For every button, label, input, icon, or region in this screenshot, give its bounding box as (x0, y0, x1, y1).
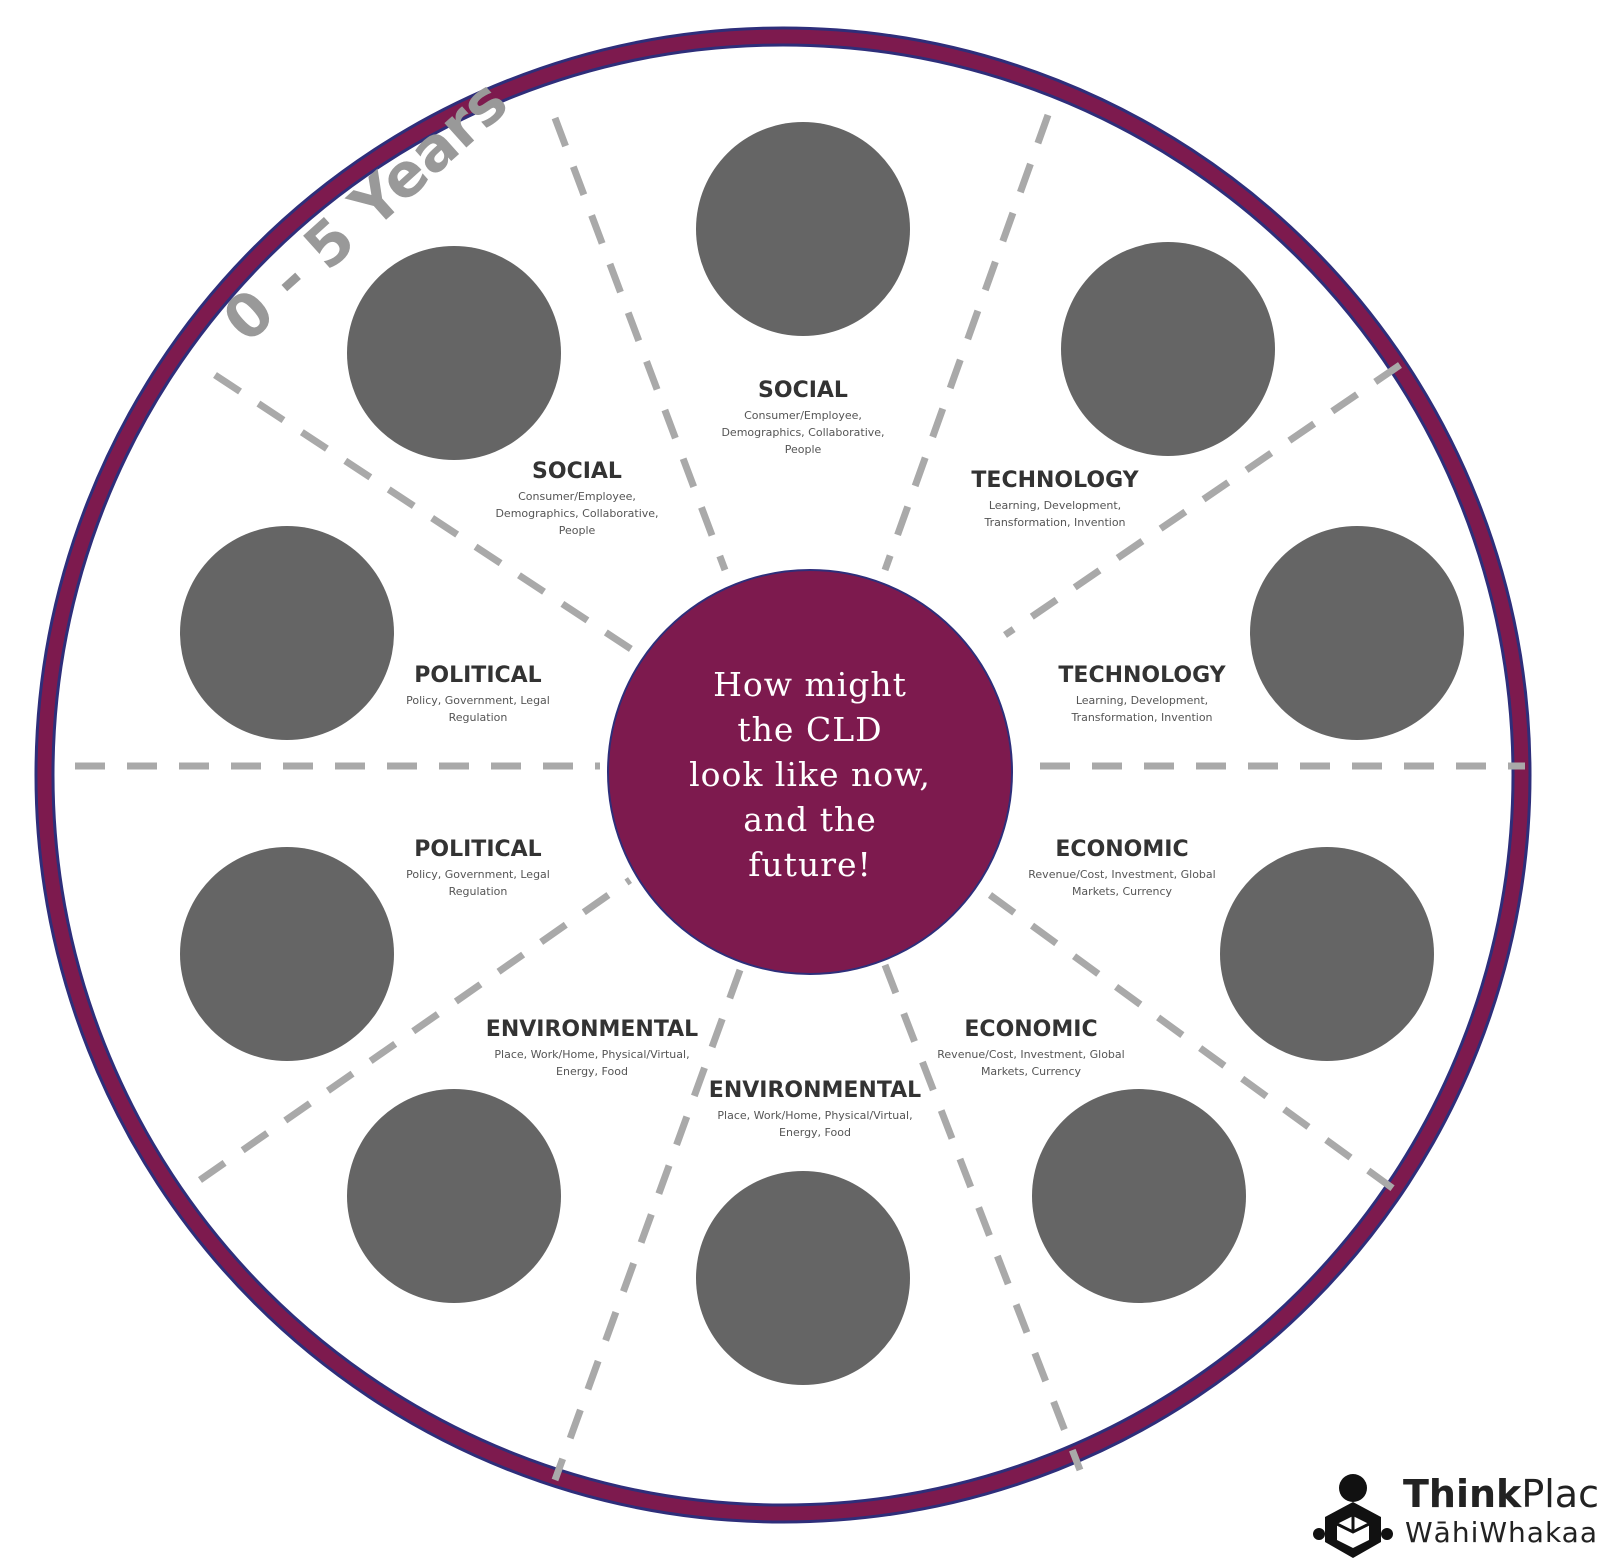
segment-description: Demographics, Collaborative, (721, 426, 884, 439)
thinkplace-logo-icon (1313, 1474, 1393, 1558)
factor-node[interactable] (1250, 526, 1464, 740)
factor-node[interactable] (180, 847, 394, 1061)
segment-description: Consumer/Employee, (518, 490, 636, 503)
divider-line (1003, 362, 1402, 638)
segment-title: POLITICAL (414, 663, 541, 688)
center-text-line: future! (748, 845, 872, 884)
segment-title: TECHNOLOGY (1058, 663, 1226, 688)
divider-line (197, 877, 633, 1183)
segment-description: Consumer/Employee, (744, 409, 862, 422)
segment-title: SOCIAL (532, 459, 622, 484)
segment-description: Revenue/Cost, Investment, Global (937, 1048, 1124, 1061)
segment-title: ENVIRONMENTAL (486, 1017, 698, 1042)
center-text-line: How might (713, 665, 907, 704)
center-circle (607, 569, 1013, 975)
segment-description: Learning, Development, (1076, 694, 1208, 707)
factor-node[interactable] (347, 1089, 561, 1303)
segment-description: Revenue/Cost, Investment, Global (1028, 868, 1215, 881)
segment-title: ENVIRONMENTAL (709, 1078, 921, 1103)
segment-description: Regulation (449, 885, 508, 898)
factor-node[interactable] (347, 246, 561, 460)
logo-subtitle: WāhiWhakaaro (1405, 1516, 1599, 1549)
factor-node[interactable] (696, 122, 910, 336)
segment-title: ECONOMIC (964, 1017, 1097, 1042)
segment-title: POLITICAL (414, 837, 541, 862)
segment-description: Place, Work/Home, Physical/Virtual, (717, 1109, 912, 1122)
factor-nodes (180, 122, 1464, 1385)
segment-dividers (75, 113, 1525, 1482)
segment-description: People (559, 524, 596, 537)
outer-ring-edge (34, 26, 1532, 1524)
factor-node[interactable] (1061, 242, 1275, 456)
factor-node[interactable] (1032, 1089, 1246, 1303)
segment-description: Energy, Food (556, 1065, 628, 1078)
segment-title: TECHNOLOGY (971, 468, 1139, 493)
center-question: How might the CLD look like now, and the fut… (689, 665, 931, 884)
segment-description: Regulation (449, 711, 508, 724)
divider-line (551, 116, 729, 572)
divider-line (881, 113, 1052, 572)
segment-description: Learning, Development, (989, 499, 1121, 512)
segment-description: Policy, Government, Legal (406, 694, 550, 707)
center-text-line: the CLD (737, 710, 882, 749)
segment-description: Markets, Currency (1072, 885, 1173, 898)
factor-node[interactable] (696, 1171, 910, 1385)
thinkplace-logo: ThinkPlace WāhiWhakaaro (1313, 1472, 1599, 1562)
segment-description: People (785, 443, 822, 456)
segment-description: Policy, Government, Legal (406, 868, 550, 881)
segment-labels: SOCIAL Consumer/Employee, Demographics, Co… (406, 378, 1226, 1139)
factor-node[interactable] (180, 526, 394, 740)
factor-node[interactable] (1220, 847, 1434, 1061)
center-text-line: look like now, (689, 755, 931, 794)
divider-line (213, 372, 642, 658)
segment-description: Transformation, Invention (1070, 711, 1212, 724)
segment-description: Markets, Currency (981, 1065, 1082, 1078)
segment-description: Place, Work/Home, Physical/Virtual, (494, 1048, 689, 1061)
segment-description: Transformation, Invention (983, 516, 1125, 529)
segment-title: ECONOMIC (1055, 837, 1188, 862)
logo-wordmark: ThinkPlace (1403, 1472, 1599, 1516)
segment-description: Demographics, Collaborative, (495, 507, 658, 520)
divider-line (987, 892, 1398, 1193)
divider-line (551, 968, 744, 1482)
center-text-line: and the (743, 800, 877, 839)
divider-line (881, 963, 1084, 1472)
segment-title: SOCIAL (758, 378, 848, 403)
segment-description: Energy, Food (779, 1126, 851, 1139)
